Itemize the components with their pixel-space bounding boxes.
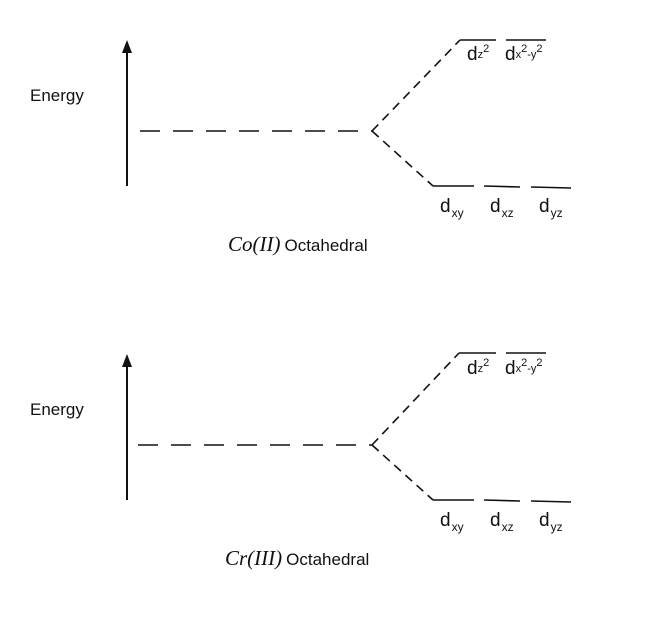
orbital-subscript: xz bbox=[501, 520, 514, 534]
orbital-superscript: 2 bbox=[536, 357, 543, 369]
t2g-level-dyz bbox=[530, 500, 572, 503]
orbital-subscript: y bbox=[530, 363, 537, 375]
orbital-subscript: z bbox=[477, 49, 484, 61]
orbital-dash: - bbox=[527, 49, 531, 61]
orbital-superscript: 2 bbox=[521, 43, 528, 55]
connector-lower bbox=[371, 444, 434, 501]
diagram-caption: Co(II) Octahedral bbox=[228, 232, 368, 257]
splitting-diagram-co-ii: Energy dz2 dx2-y2 dxy dxz dyz Co(II) Oct… bbox=[0, 0, 651, 300]
orbital-letter: d bbox=[467, 358, 478, 379]
orbital-subscript: x bbox=[515, 49, 522, 61]
t2g-level-dxz bbox=[483, 499, 521, 502]
orbital-letter: d bbox=[467, 44, 478, 65]
orbital-label-dxy: dxy bbox=[440, 510, 464, 534]
orbital-label-dyz: dyz bbox=[539, 196, 563, 220]
diagram-caption: Cr(III) Octahedral bbox=[225, 546, 369, 571]
orbital-superscript: 2 bbox=[521, 357, 528, 369]
orbital-superscript: 2 bbox=[536, 43, 543, 55]
orbital-label-dx2y2: dx2-y2 bbox=[505, 43, 543, 66]
geometry-label: Octahedral bbox=[286, 550, 370, 569]
orbital-subscript: xy bbox=[451, 520, 464, 534]
energy-label: Energy bbox=[30, 86, 84, 105]
splitting-diagram-cr-iii: Energy dz2 dx2-y2 dxy dxz dyz Cr(III) Oc… bbox=[0, 313, 651, 613]
orbital-subscript: y bbox=[530, 49, 537, 61]
orbital-subscript: xz bbox=[501, 206, 514, 220]
orbital-subscript: yz bbox=[550, 206, 563, 220]
orbital-label-dxy: dxy bbox=[440, 196, 464, 220]
splitting-diagram-lines bbox=[122, 352, 572, 503]
orbital-label-dxz: dxz bbox=[490, 196, 514, 220]
orbital-label-dx2y2: dx2-y2 bbox=[505, 357, 543, 380]
orbital-label-dz2: dz2 bbox=[467, 43, 490, 66]
energy-label: Energy bbox=[30, 400, 84, 419]
orbital-label-dz2: dz2 bbox=[467, 357, 490, 380]
connector-upper bbox=[371, 39, 461, 132]
orbital-letter: d bbox=[505, 358, 516, 379]
orbital-letter: d bbox=[490, 196, 501, 217]
orbital-subscript: z bbox=[477, 363, 484, 375]
connector-upper bbox=[371, 352, 460, 446]
orbital-letter: d bbox=[440, 196, 451, 217]
ion-label: Cr(III) bbox=[225, 546, 283, 570]
energy-axis-arrowhead bbox=[122, 354, 132, 367]
orbital-letter: d bbox=[440, 510, 451, 531]
energy-axis-arrowhead bbox=[122, 40, 132, 53]
t2g-level-dyz bbox=[530, 186, 572, 189]
orbital-letter: d bbox=[539, 510, 550, 531]
orbital-subscript: xy bbox=[451, 206, 464, 220]
orbital-superscript: 2 bbox=[483, 43, 490, 55]
splitting-diagram-lines bbox=[122, 39, 572, 189]
orbital-dash: - bbox=[527, 363, 531, 375]
geometry-label: Octahedral bbox=[284, 236, 368, 255]
orbital-label-dxz: dxz bbox=[490, 510, 514, 534]
orbital-letter: d bbox=[490, 510, 501, 531]
orbital-superscript: 2 bbox=[483, 357, 490, 369]
orbital-letter: d bbox=[505, 44, 516, 65]
orbital-subscript: x bbox=[515, 363, 522, 375]
orbital-letter: d bbox=[539, 196, 550, 217]
ion-label: Co(II) bbox=[228, 232, 281, 256]
orbital-subscript: yz bbox=[550, 520, 563, 534]
orbital-label-dyz: dyz bbox=[539, 510, 563, 534]
connector-lower bbox=[371, 130, 434, 187]
t2g-level-dxz bbox=[483, 185, 521, 188]
